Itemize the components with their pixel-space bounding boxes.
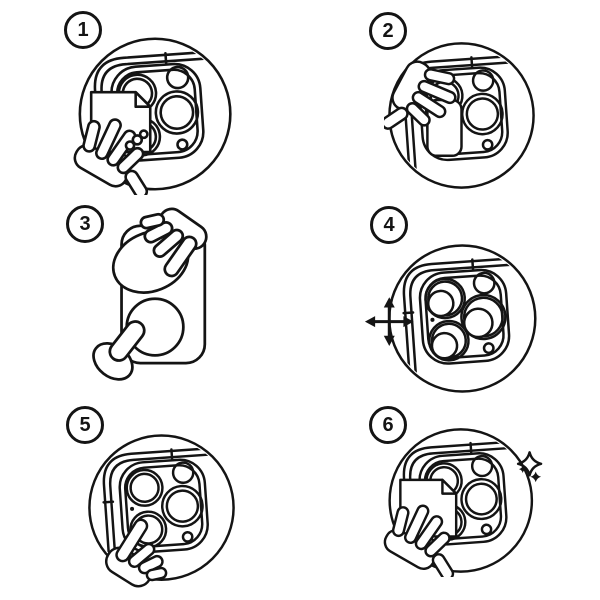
droplets-icon: [124, 129, 149, 151]
step-number: 1: [77, 19, 89, 41]
lens-top-left-with-protector: [424, 277, 467, 320]
lidar-dot: [430, 317, 435, 322]
lidar-dot: [130, 506, 135, 511]
step-panel-5: 5: [0, 400, 300, 600]
step-panel-6: 6: [300, 400, 600, 600]
flash-icon: [470, 454, 494, 478]
mic-hole: [481, 138, 494, 151]
step-number-badge: 3: [66, 205, 104, 243]
step-number-badge: 4: [370, 206, 408, 244]
flash-icon: [171, 461, 195, 485]
hand-icon: [384, 60, 457, 130]
lens-bottom-left-with-protector: [427, 319, 470, 362]
pressing-hand-icon: [105, 518, 168, 588]
step-number: 2: [382, 20, 394, 42]
phone-corner: [102, 445, 232, 583]
step-panel-2: 2: [300, 0, 600, 200]
mic-hole: [176, 138, 189, 151]
thumb-icon: [92, 320, 146, 381]
step-5-illustration: [88, 434, 235, 588]
lens-right: [154, 90, 200, 135]
hand-icon: [383, 504, 455, 577]
step-number-badge: 2: [369, 12, 407, 50]
lens-top-left: [125, 468, 164, 507]
hand-icon: [139, 207, 208, 278]
step-number: 3: [79, 213, 91, 235]
mic-hole: [480, 523, 493, 536]
step-number: 6: [382, 414, 394, 436]
phone-corner: [402, 255, 534, 394]
step-1-illustration: [73, 37, 232, 195]
step-4-illustration: [364, 244, 537, 394]
lens-right: [160, 484, 204, 528]
step-2-illustration: [384, 42, 535, 190]
camera-plateau: [418, 268, 511, 365]
mic-hole: [181, 530, 194, 543]
step-number: 4: [383, 214, 395, 236]
step-6-illustration: [383, 428, 543, 577]
step-number: 5: [79, 414, 91, 436]
step-number-badge: 6: [369, 406, 407, 444]
mic-hole: [482, 342, 495, 355]
step-panel-4: 4: [300, 200, 600, 400]
step-number-badge: 1: [64, 11, 102, 49]
step-panel-3: 3: [0, 200, 300, 400]
lens-right: [460, 477, 503, 521]
flash-icon: [165, 65, 190, 90]
flash-icon: [471, 69, 495, 92]
move-arrows-icon: [364, 297, 414, 346]
flash-icon: [472, 271, 496, 295]
sparkles-icon: [516, 451, 543, 483]
step-number-badge: 5: [66, 406, 104, 444]
step-3-illustration: [92, 207, 208, 381]
lens-right-with-protector: [460, 293, 507, 341]
hand-icon: [73, 118, 149, 195]
step-panel-1: 1: [0, 0, 300, 200]
